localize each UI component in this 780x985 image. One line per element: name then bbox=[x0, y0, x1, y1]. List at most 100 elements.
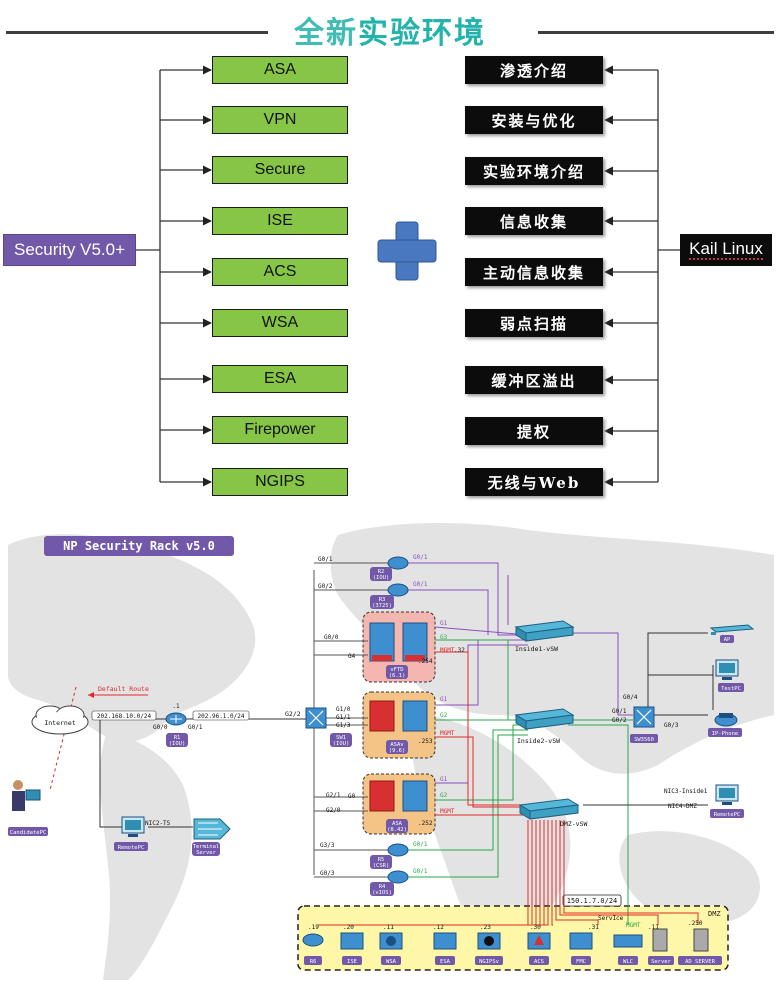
dmz-ip-5: .30 bbox=[530, 924, 541, 931]
item-firepower: Firepower bbox=[212, 416, 348, 444]
title-part-2: 实验环境 bbox=[358, 16, 486, 51]
title-part-1: 全新 bbox=[294, 16, 358, 51]
switch-sw3560-icon bbox=[633, 706, 655, 728]
topic-lab-intro: 实验环境介绍 bbox=[465, 157, 603, 185]
asav-g1: G1 bbox=[440, 696, 448, 703]
dmz-zone bbox=[297, 905, 729, 971]
world-map-background bbox=[8, 523, 774, 980]
dmz-host-ise-icon bbox=[340, 932, 364, 950]
kali-root-box: Kail Linux bbox=[680, 234, 772, 266]
dmz-ip-8: .250 bbox=[688, 920, 703, 927]
dmz-label: DMZ bbox=[708, 910, 721, 918]
ap-label: AP bbox=[724, 637, 731, 643]
vswitch-dmz-icon bbox=[518, 798, 580, 820]
sw3560-port-3: G0/3 bbox=[664, 722, 679, 729]
sw1-port-11: G1/3 bbox=[336, 722, 351, 729]
router-r3-icon bbox=[387, 583, 409, 597]
vswitch-inside2-icon bbox=[514, 708, 575, 730]
internet-label: Internet bbox=[44, 719, 75, 727]
vftd-label: vFTD(6.1) bbox=[389, 667, 406, 679]
testpc-label: TestPC bbox=[721, 686, 741, 692]
dmz-host-esa-icon bbox=[433, 932, 457, 950]
rack-topology: NP Security Rack v5.0 DMZ 150.1.7.0/24 bbox=[8, 523, 774, 980]
asav-ip: .253 bbox=[418, 738, 433, 745]
dmz-host-3: ESA bbox=[440, 959, 451, 965]
item-asa: ASA bbox=[212, 56, 348, 84]
remotepc-right-label: RemotePC bbox=[714, 812, 741, 818]
item-acs: ACS bbox=[212, 258, 348, 286]
r1-g00: G0/0 bbox=[153, 724, 168, 731]
dmz-host-wsa-icon bbox=[379, 932, 403, 950]
vftd-mgmt: MGMT bbox=[440, 647, 455, 654]
r2-label: R2(IOU) bbox=[373, 569, 390, 581]
rack-title: NP Security Rack v5.0 bbox=[63, 539, 215, 553]
candidate-user-icon bbox=[12, 780, 41, 811]
asa-mgmt: MGMT bbox=[440, 808, 455, 815]
item-wsa: WSA bbox=[212, 309, 348, 337]
dmz-ip-6: .31 bbox=[588, 924, 599, 931]
sw3560-port-1: G0/1 bbox=[612, 708, 627, 715]
firewall-asa-icon bbox=[369, 780, 428, 812]
access-point-icon bbox=[709, 624, 755, 635]
sw1-port-7: G2/1 bbox=[326, 792, 341, 799]
rack-title-badge bbox=[44, 536, 234, 556]
dmz-ip-2: .11 bbox=[383, 924, 394, 931]
ipphone-label: IP-Phone bbox=[712, 731, 739, 737]
vftd-ip: .254 bbox=[418, 658, 433, 665]
asa-g1: G1 bbox=[440, 776, 448, 783]
firewall-asav-icon bbox=[369, 700, 428, 732]
title-rule-left bbox=[6, 31, 268, 34]
sw1-port-0: G0/1 bbox=[318, 556, 333, 563]
dmz-ip-1: .20 bbox=[343, 924, 354, 931]
r4-g01: G0/1 bbox=[413, 868, 428, 875]
r4-label: R4(vIOS) bbox=[372, 884, 392, 896]
nic2-label: NIC2-TS bbox=[145, 820, 171, 827]
inside1-label: Inside1-vSW bbox=[515, 645, 558, 653]
subnet-right: 202.96.1.0/24 bbox=[198, 713, 245, 720]
asav-label: ASAv(9.6) bbox=[389, 742, 406, 754]
dmz-ip-0: .19 bbox=[308, 924, 319, 931]
vftd-g1: G1 bbox=[440, 620, 448, 627]
ip-phone-icon bbox=[714, 713, 738, 727]
dmz-host-2: WSA bbox=[386, 959, 397, 965]
dmz-host-1: ISE bbox=[347, 959, 357, 965]
g22-label: G2/2 bbox=[285, 710, 301, 718]
kali-root-label: Kail Linux bbox=[689, 239, 763, 260]
dmz-hosts bbox=[302, 928, 709, 952]
security-root-box: Security V5.0+ bbox=[3, 234, 136, 266]
sw1-port-9: G3/3 bbox=[320, 842, 335, 849]
page-title: 全新实验环境 bbox=[0, 8, 780, 52]
r1-g01: G0/1 bbox=[188, 724, 203, 731]
asa-g2: G2 bbox=[440, 792, 448, 799]
dmz-host-0: R6 bbox=[310, 959, 317, 965]
item-vpn: VPN bbox=[212, 106, 348, 134]
dmz-subnet: 150.1.7.0/24 bbox=[567, 897, 618, 905]
vswitch-inside1-icon bbox=[514, 620, 575, 642]
dmz-host-9: AD SERVER bbox=[685, 959, 715, 965]
topic-wireless-web: 无线与Web bbox=[465, 468, 603, 496]
test-pc-icon bbox=[715, 659, 739, 680]
item-ngips: NGIPS bbox=[212, 468, 348, 496]
sw3560-label: SW3560 bbox=[634, 737, 654, 743]
router-r5-icon bbox=[387, 843, 409, 857]
item-secure: Secure bbox=[212, 156, 348, 184]
subnet-left: 202.168.10.0/24 bbox=[97, 713, 152, 720]
inside2-label: Inside2-vSW bbox=[517, 737, 560, 745]
r3-g01: G0/1 bbox=[413, 581, 428, 588]
sw1-port-10: G0/3 bbox=[320, 870, 335, 877]
item-ise: ISE bbox=[212, 207, 348, 235]
vftd-g3: G3 bbox=[440, 634, 448, 641]
dmz-host-7: WLC bbox=[623, 959, 633, 965]
nic4-label: NIC4-DMZ bbox=[668, 803, 697, 810]
item-esa: ESA bbox=[212, 365, 348, 393]
sw3560-port-0: G0/4 bbox=[623, 694, 638, 701]
network-rack-diagram: NP Security Rack v5.0 DMZ 150.1.7.0/24 bbox=[8, 515, 774, 980]
plus-icon bbox=[377, 221, 437, 281]
topic-info-gathering: 信息收集 bbox=[465, 207, 603, 235]
dmz-host-4: NGIPSv bbox=[479, 959, 500, 965]
remotepc-left-label: RemotePC bbox=[118, 845, 145, 851]
router-r4-icon bbox=[387, 870, 409, 884]
remote-pc-right-icon bbox=[715, 784, 739, 805]
dmz-host-server-icon bbox=[652, 928, 668, 952]
